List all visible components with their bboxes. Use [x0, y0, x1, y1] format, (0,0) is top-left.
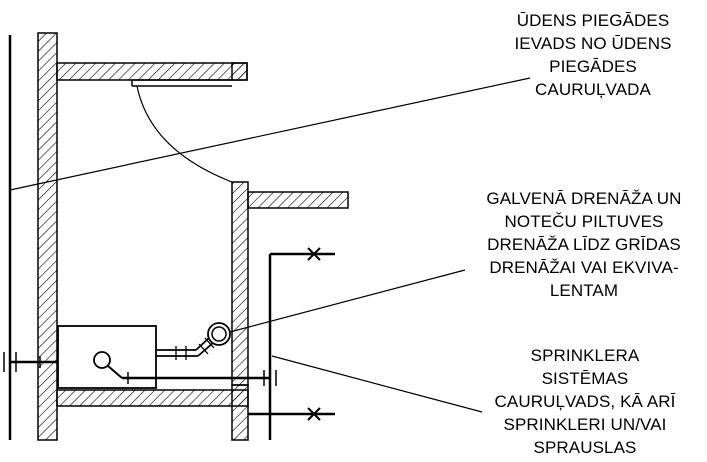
left-wall-hatch — [37, 32, 58, 441]
callout-line: PIEGĀDES — [549, 57, 637, 76]
drain-flange-3 — [198, 343, 209, 355]
drain-pipe-diag-upper — [195, 336, 211, 351]
door-swing-arc — [136, 85, 233, 183]
callout-line: ŪDENS PIEGĀDES — [516, 11, 670, 30]
upper-slab-end — [231, 62, 248, 81]
callout-line: DRENĀŽA LĪDZ GRĪDAS — [487, 235, 681, 254]
callout-water-supply: ŪDENS PIEGĀDES IEVADS NO ŪDENS PIEGĀDES … — [478, 9, 707, 101]
sprinkler-head-upper — [307, 247, 321, 261]
drain-funnel-inner — [211, 326, 227, 342]
valve-gauge-circle — [93, 351, 111, 369]
riser-feed-pipe-diag — [107, 365, 123, 379]
leader-main-drain — [229, 269, 466, 333]
leader-water-supply — [9, 77, 531, 191]
callout-line: GALVENĀ DRENĀŽA UN — [486, 189, 682, 208]
callout-line: SPRINKLERI UN/VAI — [503, 415, 667, 434]
callout-line: CAURUĻVADA — [535, 80, 651, 99]
right-wall-hatch — [231, 181, 249, 386]
floor-slab-hatch — [56, 389, 249, 407]
upper-slab-hatch — [56, 62, 248, 81]
callout-line: IEVADS NO ŪDENS — [514, 34, 672, 53]
callout-line: SPRINKLERA — [530, 346, 640, 365]
callout-line: SISTĒMAS — [541, 369, 629, 388]
sprinkler-head-lower — [307, 407, 321, 421]
leader-sprinkler-pipe — [271, 355, 483, 413]
callout-line: SPRAUSLAS — [533, 438, 637, 457]
right-wall-lower-hatch — [231, 384, 249, 441]
right-slab-hatch — [247, 191, 349, 209]
callout-sprinkler-pipe: SPRINKLERA SISTĒMAS CAURUĻVADS, KĀ ARĪ S… — [462, 344, 707, 459]
callout-line: NOTEČU PILTUVES — [504, 212, 664, 231]
callout-line: LENTAM — [549, 281, 619, 300]
callout-main-drain: GALVENĀ DRENĀŽA UN NOTEČU PILTUVES DRENĀ… — [460, 187, 707, 302]
drain-pipe-diag-lower — [197, 341, 215, 357]
callout-line: DRENĀŽAI VAI EKVIVA- — [489, 258, 679, 277]
callout-line: CAURUĻVADS, KĀ ARĪ — [494, 392, 676, 411]
drain-flange-4 — [204, 337, 215, 349]
